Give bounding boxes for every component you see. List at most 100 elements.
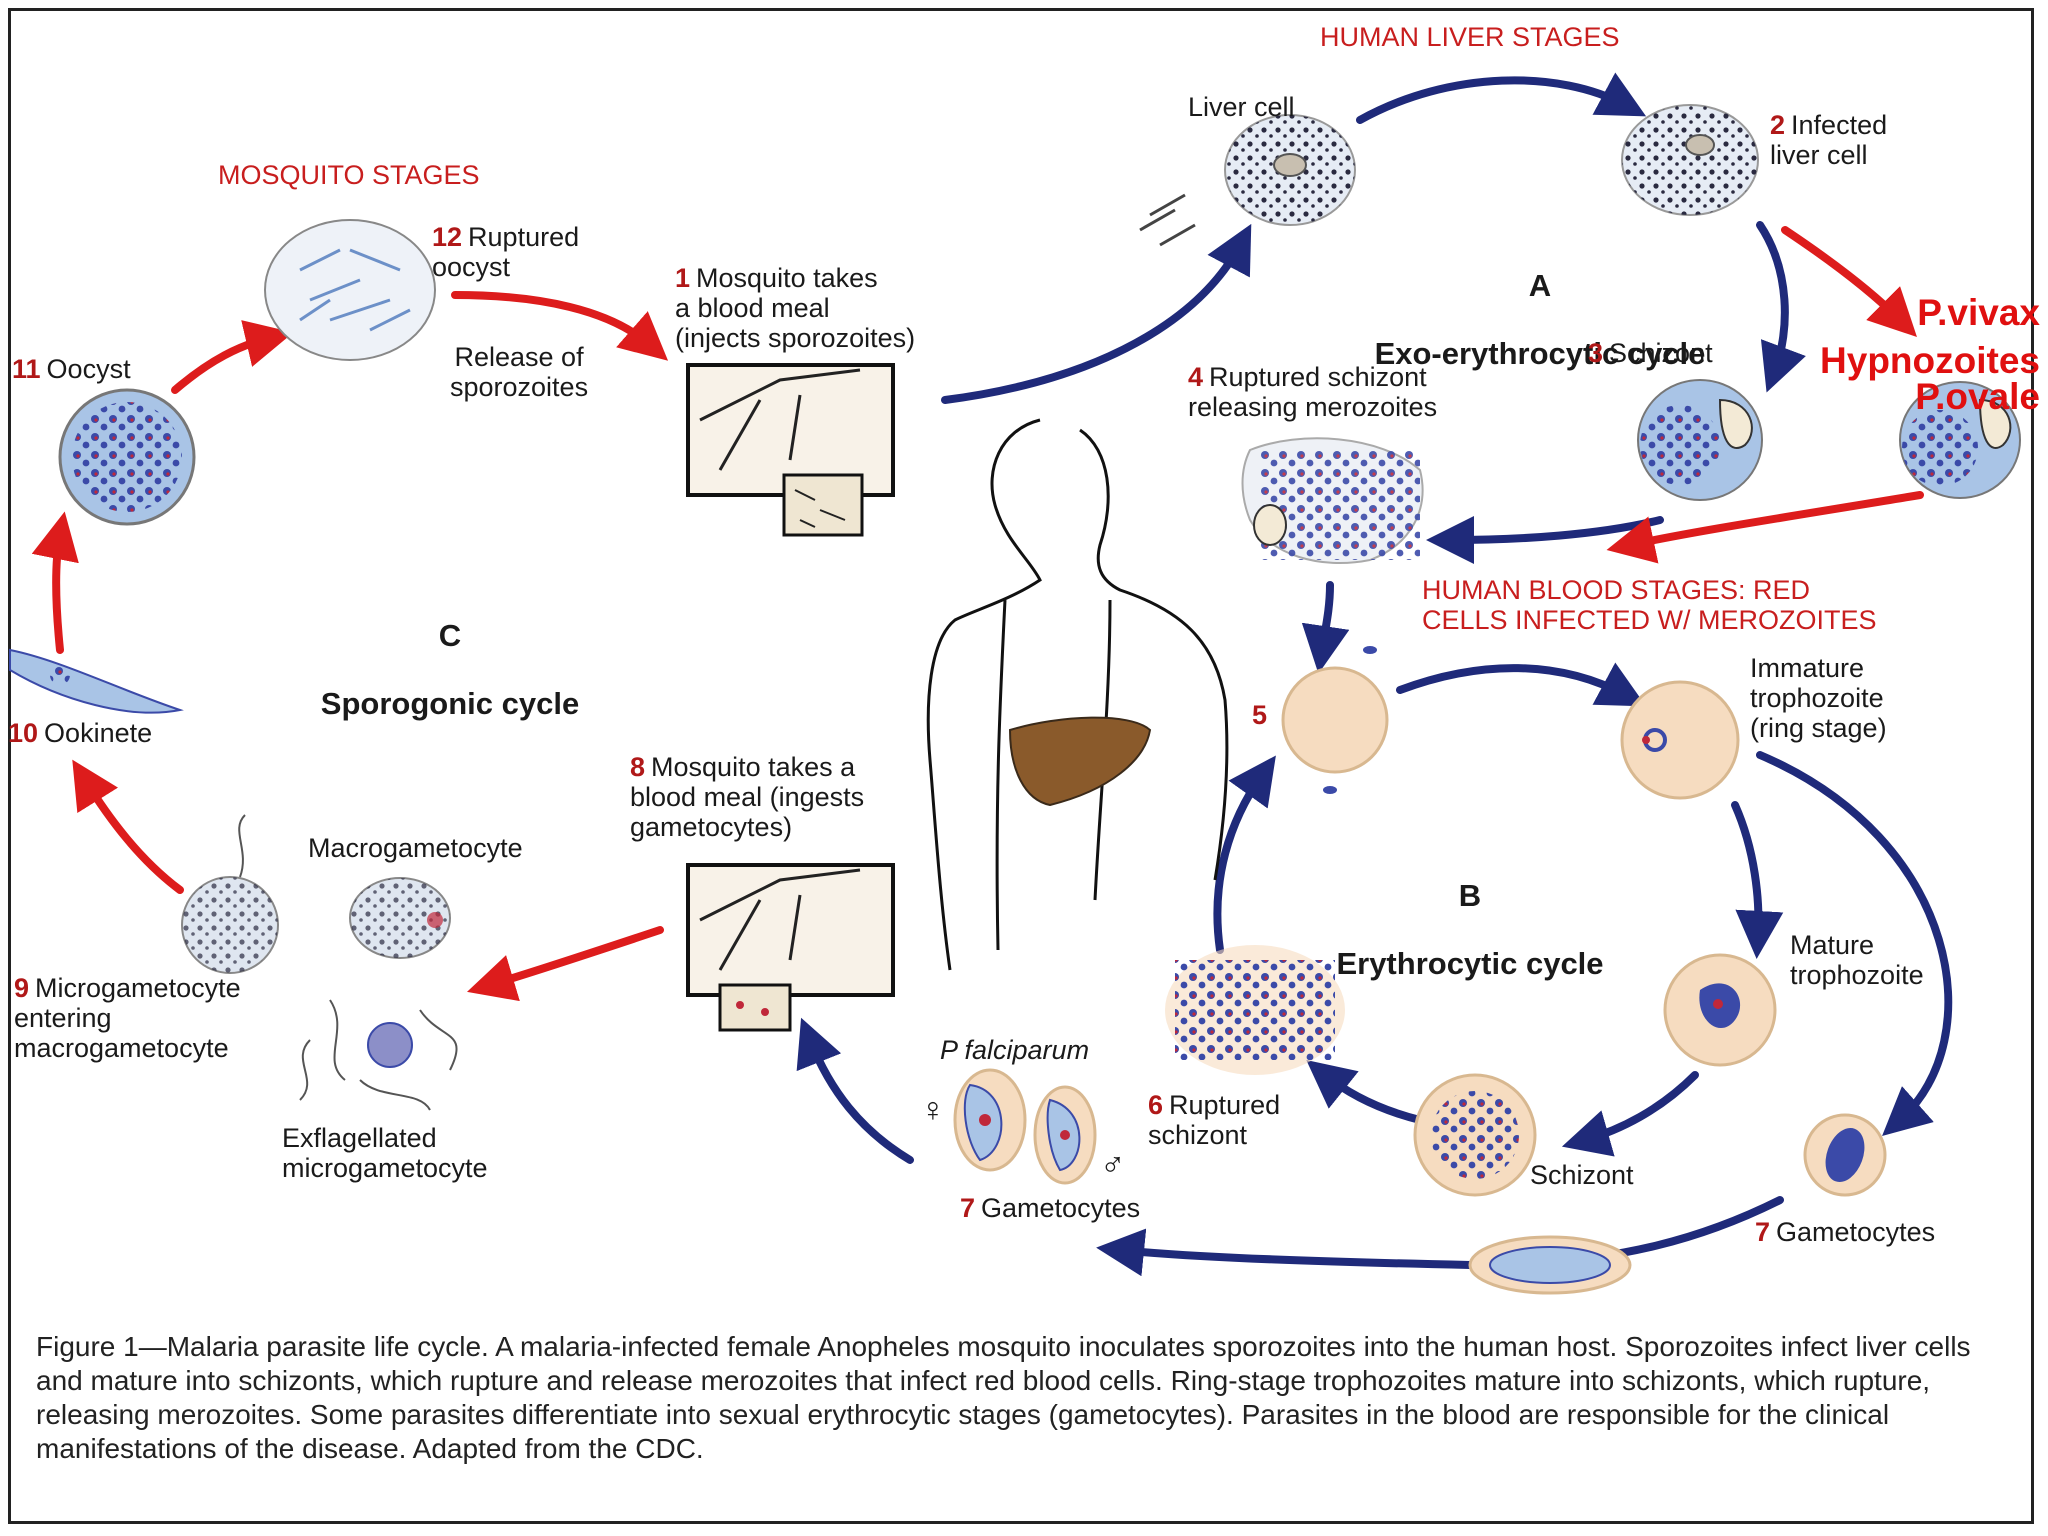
cycle-c-letter: C [438, 618, 462, 653]
mature-trophozoite-label: Mature trophozoite [1790, 930, 1924, 990]
release-of-sporozoites-label: Release of sporozoites [450, 342, 589, 402]
stage-10-number: 10 [8, 718, 39, 748]
exflagellated-label: Exflagellated microgametocyte [282, 1123, 488, 1183]
arrow-11-to-12 [171, 320, 294, 394]
species-p-ovale: P.ovale [1915, 376, 2040, 417]
arrow-5-to-ring [1396, 662, 1647, 707]
figure-border [8, 8, 2034, 1524]
arrow-ruptured6-to-5 [1213, 755, 1276, 954]
arrow-infected-to-hypnozoites [1781, 226, 1917, 337]
merozoites-loose [1323, 646, 1377, 794]
schizont-drawing [1637, 379, 1763, 501]
stage-9-text: Microgametocyte entering macrogametocyte [14, 973, 241, 1063]
arrow-8-to-9 [467, 926, 664, 1002]
cycle-b-name: Erythrocytic cycle [1336, 946, 1604, 981]
figure-caption: Figure 1—Malaria parasite life cycle. A … [36, 1331, 1971, 1464]
species-p-vivax: P.vivax [1917, 292, 2040, 333]
stage-6-text: Ruptured schizont [1148, 1090, 1281, 1150]
falciparum-male-gametocyte [1033, 1085, 1097, 1185]
oocyst-drawing [58, 388, 196, 526]
male-symbol: ♂ [1100, 1146, 1126, 1184]
human-body-outline [926, 418, 1229, 971]
stage-5-label: 5 [1252, 700, 1273, 730]
arrow-liver-to-infected [1356, 72, 1647, 124]
ruptured-oocyst-drawing [264, 219, 436, 361]
human-blood-stages-heading: HUMAN BLOOD STAGES: RED CELLS INFECTED W… [1422, 575, 1877, 635]
cycle-b-letter: B [1458, 878, 1482, 913]
arrow-9-to-10 [72, 759, 184, 894]
stage-8-text: Mosquito takes a blood meal (ingests gam… [630, 752, 865, 842]
ruptured-schizont-6-drawing [1165, 945, 1345, 1075]
arrow-10-to-11 [31, 511, 79, 654]
cycle-a-letter: A [1528, 268, 1552, 303]
stage-11-number: 11 [12, 354, 41, 384]
mature-trophozoite-drawing [1663, 953, 1777, 1067]
stage-7-right-text: Gametocytes [1776, 1217, 1936, 1247]
exflagellated-drawing [299, 999, 458, 1111]
macrogametocyte-drawing [349, 877, 451, 959]
stage-9-number: 9 [14, 973, 30, 1003]
female-symbol: ♀ [920, 1091, 946, 1129]
liver-cell-label: Liver cell [1188, 92, 1295, 122]
liver-cell-drawing [1224, 114, 1356, 226]
microgametocyte-drawing [181, 814, 279, 974]
stage-4-number: 4 [1188, 362, 1204, 392]
macrogametocyte-label: Macrogametocyte [308, 833, 523, 863]
arrow-infected-to-schizont [1756, 221, 1806, 393]
arrow-mature-to-schizont [1561, 1071, 1699, 1157]
cycle-c-label: C Sporogonic cycle [240, 585, 660, 755]
red-cell-5-drawing [1281, 666, 1389, 774]
ookinete-drawing [9, 648, 184, 714]
stage-12-number: 12 [432, 222, 463, 252]
falciparum-female-gametocyte [953, 1068, 1027, 1172]
cycle-c-name: Sporogonic cycle [320, 686, 580, 721]
mosquito-box-bottom [686, 863, 895, 1032]
stage-7-right-number: 7 [1755, 1217, 1771, 1247]
p-falciparum-label: P falciparum [940, 1035, 1090, 1065]
stage-6-number: 6 [1148, 1090, 1164, 1120]
ring-trophozoite-drawing [1620, 680, 1740, 800]
arrow-hypnozoites-to-blood [1606, 491, 1924, 564]
hypnozoites-species: P.vivax P.ovale [1740, 250, 2040, 460]
cycle-b-label: B Erythrocytic cycle [1240, 845, 1700, 1015]
immature-trophozoite-label: Immature trophozoite (ring stage) [1750, 653, 1887, 743]
arrow-ring-to-gametocyte [1756, 751, 1953, 1136]
stage-3-text: Schizont [1609, 338, 1713, 368]
sporozoites-drawing [1139, 193, 1196, 247]
stage-4-text: Ruptured schizont releasing merozoites [1188, 362, 1438, 422]
stage-5-number: 5 [1252, 700, 1268, 730]
gametocyte-right-drawing [1803, 1113, 1887, 1197]
stage-3-number: 3 [1588, 338, 1604, 368]
stage-2-number: 2 [1770, 110, 1786, 140]
arrow-schizont-to-ruptured6 [1306, 1060, 1424, 1124]
cycle-a-label: A Exo-erythrocytic cycle [1280, 235, 1800, 405]
gametocyte-bottom-drawing [1468, 1235, 1632, 1295]
mosquito-box-top [686, 363, 895, 537]
stage-1-text: Mosquito takes a blood meal (injects spo… [675, 263, 916, 353]
arrow-schizont-to-ruptured [1426, 515, 1664, 564]
liver-organ [1008, 716, 1152, 807]
stage-7-left-number: 7 [960, 1193, 976, 1223]
ruptured-schizont-drawing [1241, 437, 1424, 564]
stage-12-text: Ruptured oocyst [432, 222, 580, 282]
arrow-ring-to-mature [1731, 801, 1784, 959]
stage-8-number: 8 [630, 752, 646, 782]
cycle-a-name: Exo-erythrocytic cycle [1374, 336, 1706, 371]
arrow-ruptured-to-5 [1301, 581, 1350, 674]
infected-liver-cell-drawing [1621, 104, 1759, 216]
schizont-erythrocytic-drawing [1413, 1073, 1537, 1197]
